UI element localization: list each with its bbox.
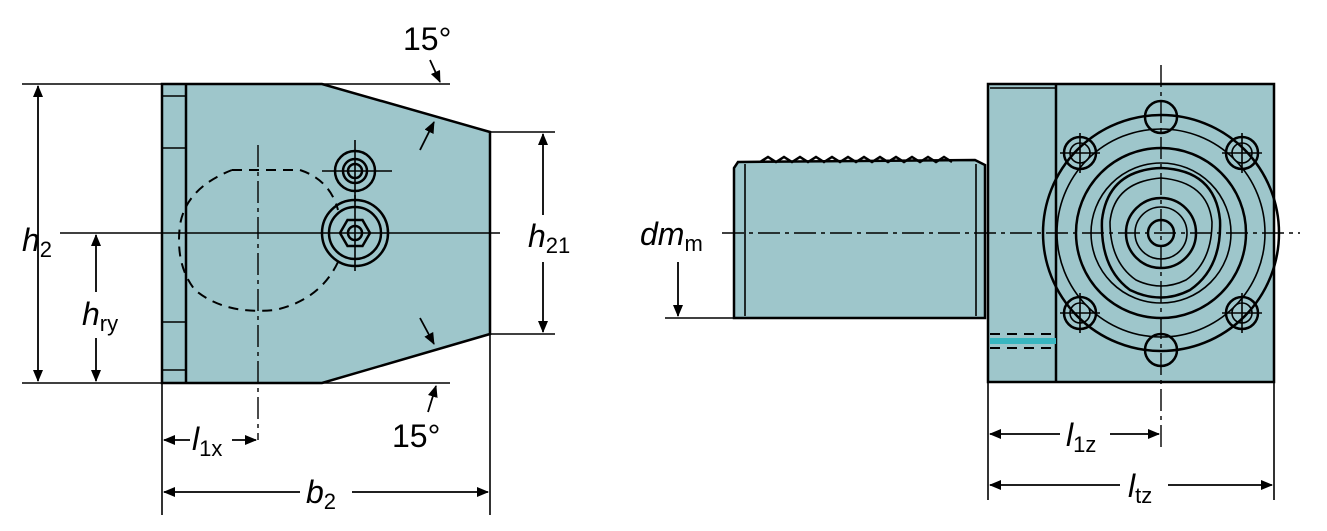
angle-top-label: 15° xyxy=(403,21,451,57)
upper-screw xyxy=(322,140,392,202)
b2-label: b2 xyxy=(306,474,336,514)
h21-label: h21 xyxy=(528,218,570,258)
ltz-label: ltz xyxy=(1128,468,1152,508)
l1x-label: l1x xyxy=(192,421,222,461)
threaded-shank xyxy=(732,155,987,320)
coolant-channel xyxy=(990,338,1056,344)
side-view: 15° 15° h2 hry h21 l1x b2 xyxy=(22,21,570,515)
angle-bottom-label: 15° xyxy=(392,418,440,454)
hidden-bore-outline xyxy=(178,169,339,312)
h2-label: h2 xyxy=(22,222,52,262)
hry-label: hry xyxy=(82,296,118,336)
dmm-label: dmm xyxy=(640,216,703,256)
hex-screw xyxy=(320,195,390,271)
l1z-label: l1z xyxy=(1066,417,1096,457)
front-view: dmm l1z ltz xyxy=(640,65,1300,508)
